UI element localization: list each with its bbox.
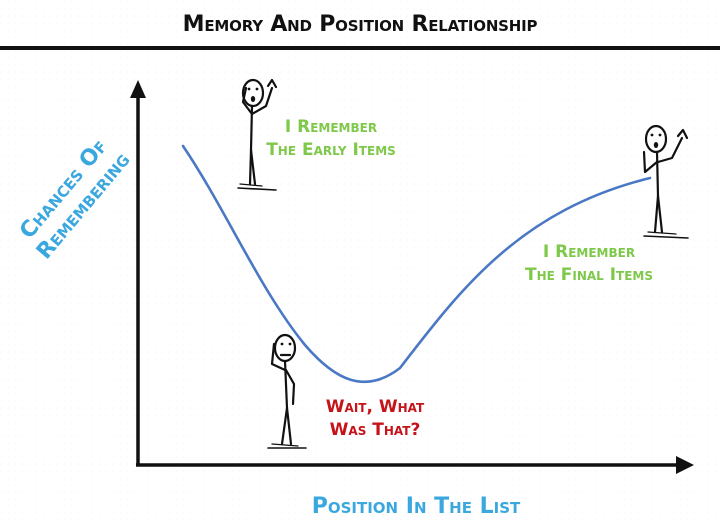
title-underline (0, 46, 720, 50)
annotation-wait-line2: Was That? (329, 420, 421, 440)
head-final (644, 124, 668, 154)
annotation-final-line1: I Remember (542, 242, 636, 262)
annotation-early-line1: I Remember (284, 117, 378, 137)
x-axis-label: Position In The List (311, 494, 521, 519)
annotation-early-items: I Remember The Early Items (256, 116, 406, 162)
y-axis-arrowhead (130, 80, 146, 98)
stick-figure-final (642, 124, 689, 239)
stick-figure-early (237, 78, 278, 191)
x-axis-arrowhead (676, 456, 694, 474)
annotation-middle-items: Wait, What Was That? (310, 396, 440, 442)
annotation-final-line2: The Final Items (524, 265, 654, 285)
annotation-early-line2: The Early Items (266, 140, 396, 160)
stick-figure-middle (267, 333, 307, 449)
diagram-title: Memory And Position Relationship (182, 12, 538, 37)
head-middle (273, 333, 297, 363)
annotation-wait-line1: Wait, What (325, 397, 425, 417)
annotation-final-items: I Remember The Final Items (514, 241, 664, 287)
recall-curve (181, 144, 652, 384)
